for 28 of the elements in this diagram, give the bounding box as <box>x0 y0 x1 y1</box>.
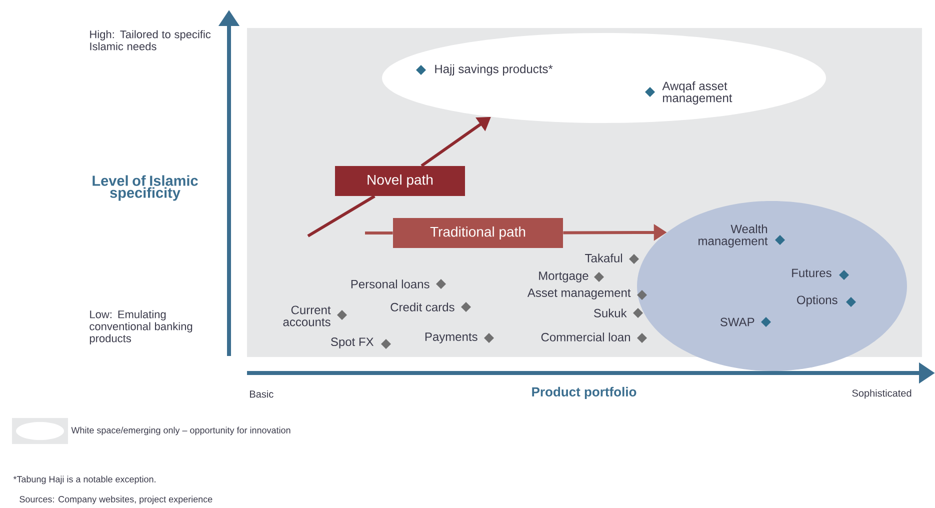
product-label: Awqaf asset management <box>662 81 732 105</box>
path-line <box>365 232 393 234</box>
axis-label: Sophisticated <box>852 389 912 399</box>
product-label: Payments <box>425 332 478 344</box>
region-ellipse <box>382 33 826 123</box>
footnote: *Tabung Haji is a notable exception. <box>13 476 156 484</box>
product-label: Hajj savings products* <box>435 64 553 76</box>
legend-label: White space/emerging only – opportunity for innovation <box>71 426 290 436</box>
region-ellipse <box>637 201 907 371</box>
product-label: Spot FX <box>331 338 374 348</box>
product-label: Mortgage <box>539 272 588 282</box>
product-label: Credit cards <box>390 302 454 312</box>
product-label: Current accounts <box>283 306 331 326</box>
path-label-box: Novel path <box>335 166 465 196</box>
axis-label: Basic <box>250 390 274 398</box>
path-label-box: Traditional path <box>393 218 563 248</box>
axis-title: Level of Islamic specificity <box>92 175 198 201</box>
product-label: SWAP <box>720 318 754 326</box>
axis-label: Low: Emulating conventional banking products <box>90 310 192 344</box>
footnote: Sources: Company websites, project experience <box>20 496 212 504</box>
product-label: Futures <box>792 268 832 278</box>
axis-label: High: Tailored to specific Islamic needs <box>90 30 211 50</box>
path-line <box>307 194 376 238</box>
product-label: Takaful <box>585 254 622 262</box>
product-label: Personal loans <box>351 280 430 288</box>
product-label: Options <box>797 295 838 307</box>
axis-title: Product portfolio <box>532 386 636 400</box>
product-label: Wealth management <box>698 224 768 248</box>
